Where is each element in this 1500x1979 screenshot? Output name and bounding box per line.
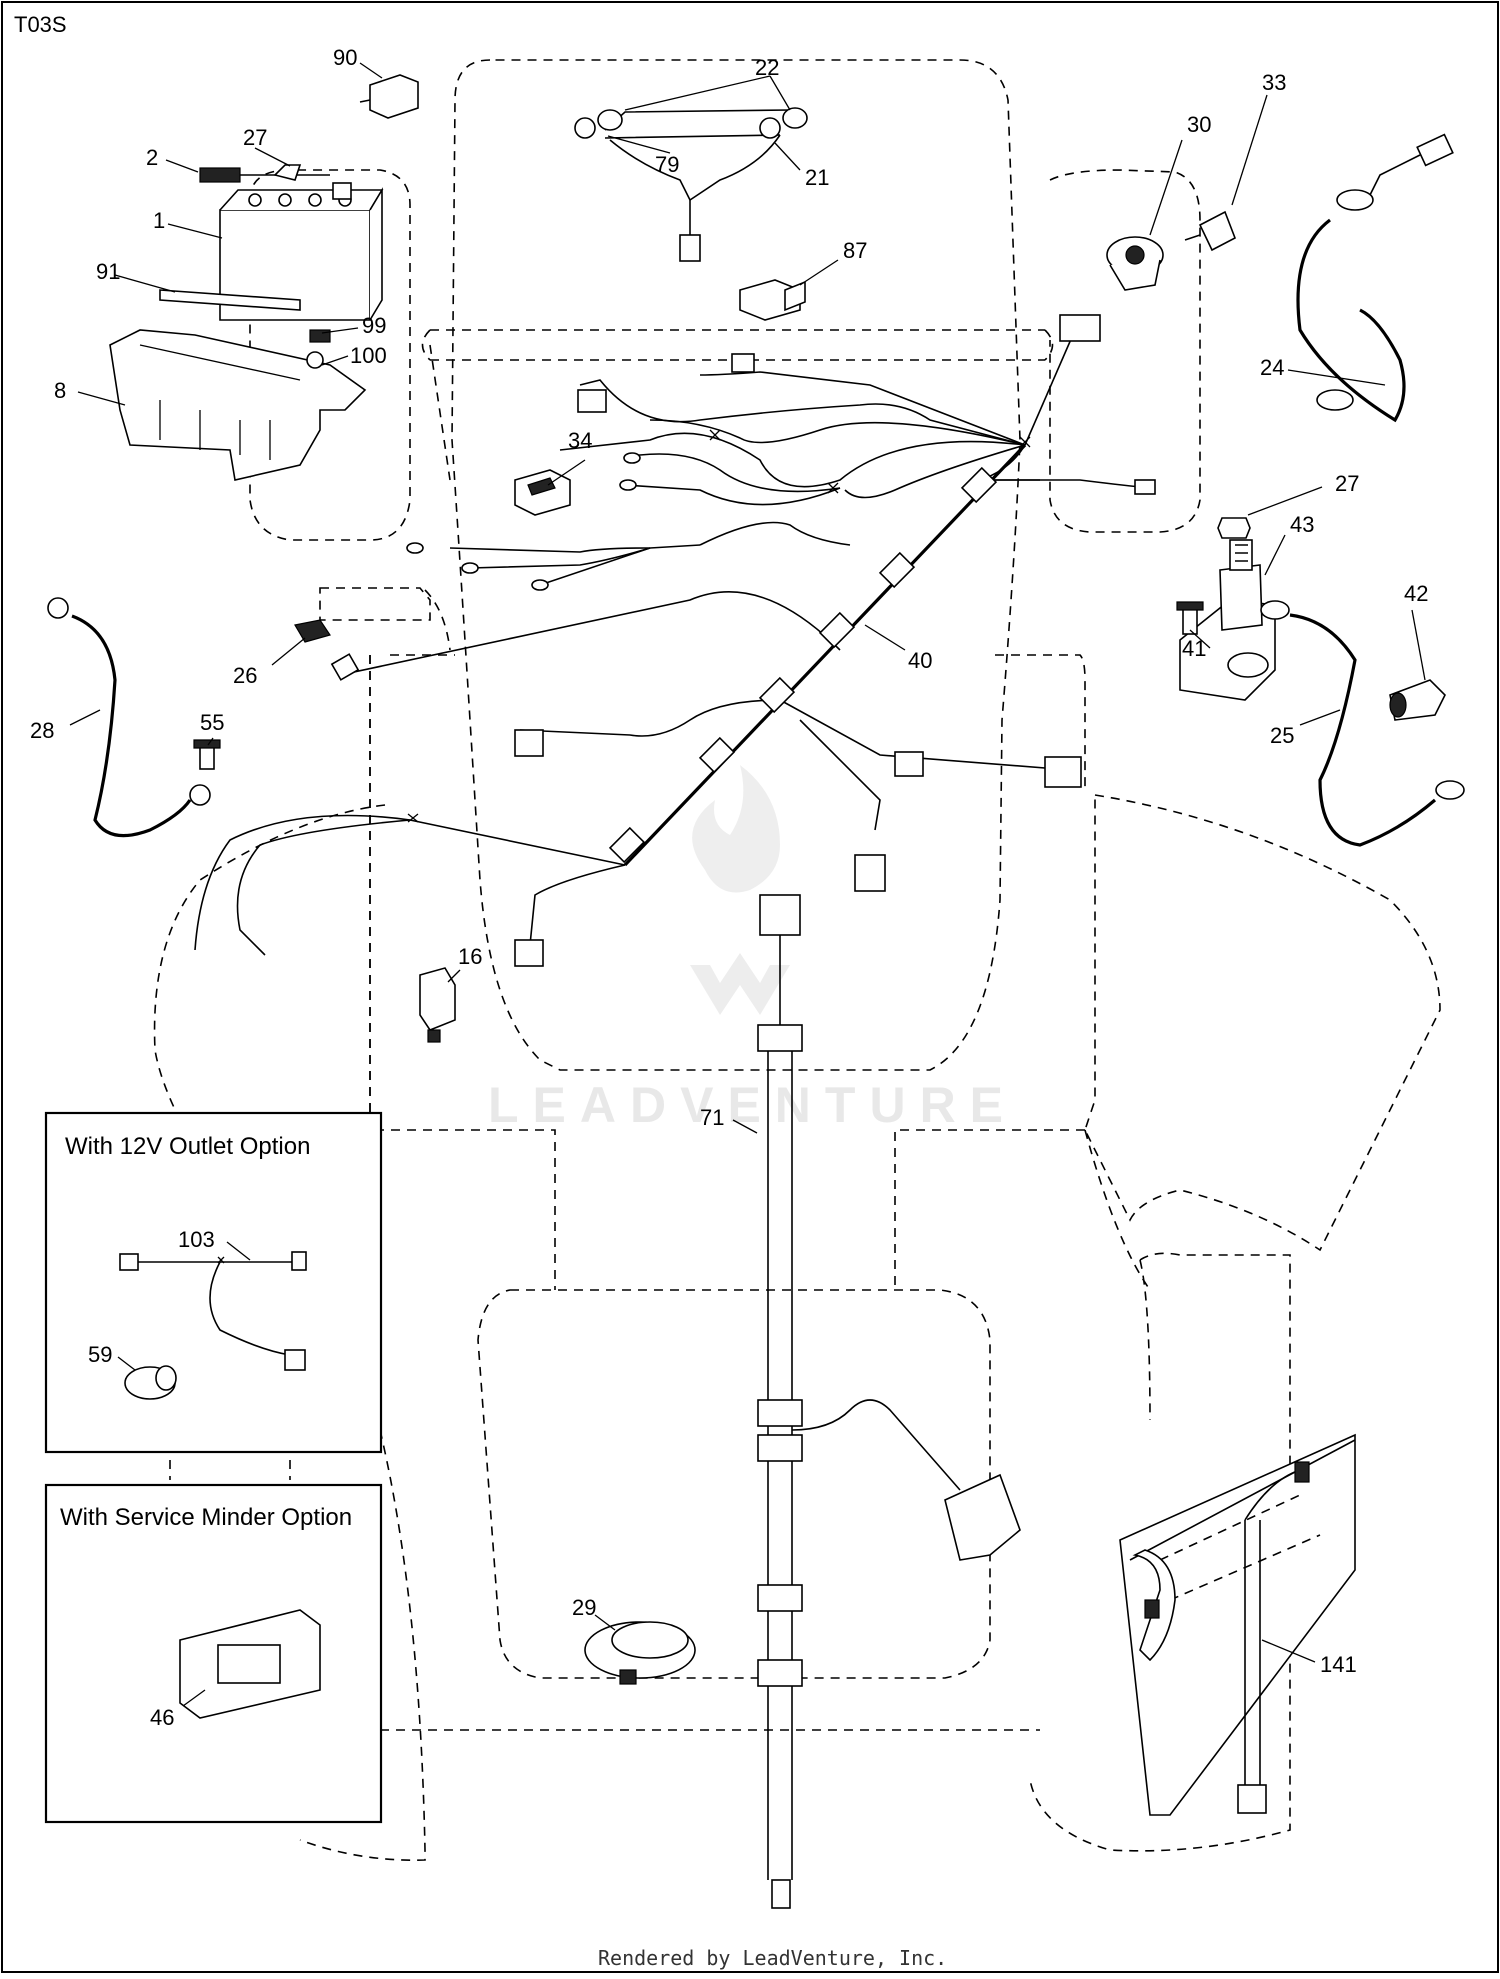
switch-34 [514,469,571,516]
callout-21: 21 [805,165,829,190]
callout-27-battery: 27 [243,125,267,150]
part-90 [359,74,419,119]
callout-24: 24 [1260,355,1284,380]
callout-2: 2 [146,145,158,170]
battery-strap-91 [159,289,301,311]
headlight-harness [574,107,808,262]
connector-16 [419,967,456,1043]
cable-24 [1296,133,1454,423]
callout-79: 79 [655,152,679,177]
callout-25: 25 [1270,723,1294,748]
ignition-switch-30 [1106,236,1164,291]
battery-tray-8 [109,329,367,481]
fuse-26 [294,619,331,643]
option-box-12v-title: With 12V Outlet Option [65,1133,310,1160]
callout-leaders [69,62,1426,1707]
callout-42: 42 [1404,581,1428,606]
option-box-12v-outlet: With 12V Outlet Option [44,1111,383,1454]
option-box-service-minder: With Service Minder Option [44,1483,383,1824]
callout-33: 33 [1262,70,1286,95]
callout-1: 1 [153,208,165,233]
horn-29 [584,1621,696,1685]
callout-29: 29 [572,1595,596,1620]
boot-42 [1389,679,1446,721]
cable-28 [47,597,211,838]
callout-30: 30 [1187,112,1211,137]
footer-credit: Rendered by LeadVenture, Inc. [598,1946,947,1970]
callout-labels: 2 27 1 91 8 99 100 90 22 79 21 87 30 33 … [30,45,1428,1730]
callout-16: 16 [458,944,482,969]
callout-55: 55 [200,710,224,735]
callout-71: 71 [700,1105,724,1130]
callout-41: 41 [1182,636,1206,661]
wiring-harness-71 [757,894,1021,1909]
callout-28: 28 [30,718,54,743]
callout-8: 8 [54,378,66,403]
callout-90: 90 [333,45,357,70]
relay-87 [739,279,806,321]
watermark: LEADVENTURE [488,765,1017,1133]
callout-43: 43 [1290,512,1314,537]
bolt-41 [1176,601,1204,635]
diagram-code: T03S [14,12,67,37]
seat-switch-141 [1119,1433,1356,1816]
callout-103: 103 [178,1227,215,1252]
option-box-minder-title: With Service Minder Option [60,1504,352,1531]
tractor-outline [153,59,1441,1861]
callout-100: 100 [350,343,387,368]
watermark-text: LEADVENTURE [488,1077,1017,1133]
callout-40: 40 [908,648,932,673]
callout-99: 99 [362,313,386,338]
callout-91: 91 [96,259,120,284]
battery [199,164,384,321]
callout-34: 34 [568,428,592,453]
callout-26: 26 [233,663,257,688]
callout-46: 46 [150,1705,174,1730]
key-33 [1184,210,1237,252]
bolt-55 [193,739,221,770]
callout-59: 59 [88,1342,112,1367]
callout-27-solenoid: 27 [1335,471,1359,496]
callout-87: 87 [843,238,867,263]
solenoid-43 [1179,517,1276,701]
wiring-harness-40 [194,314,1156,967]
callout-22: 22 [755,55,779,80]
callout-141: 141 [1320,1652,1357,1677]
cable-25 [1260,600,1465,847]
